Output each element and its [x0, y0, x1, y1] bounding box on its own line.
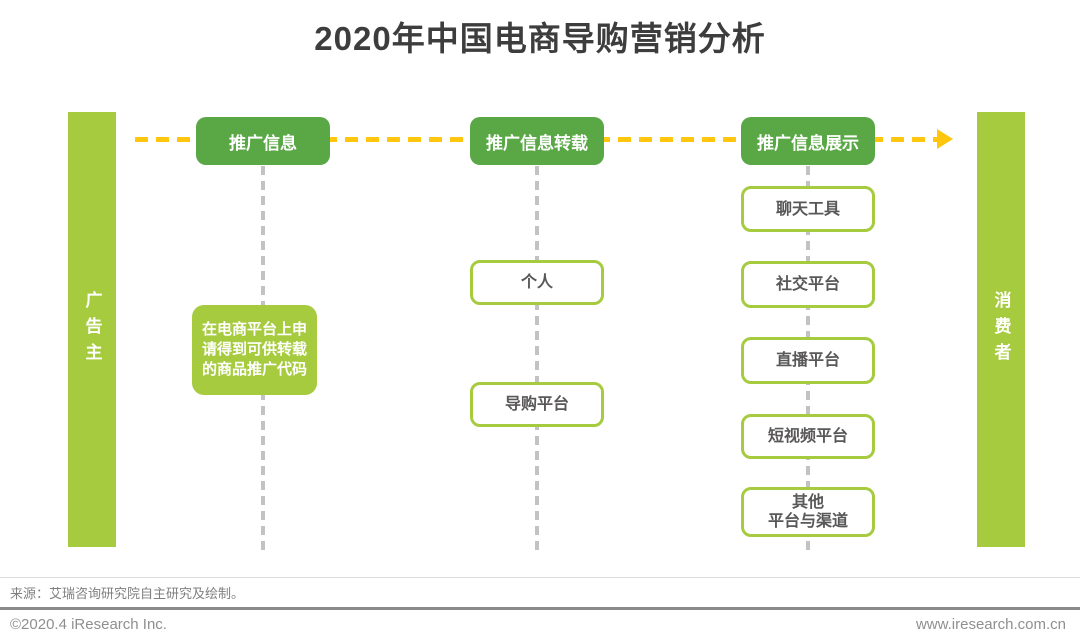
- stage-header-promo-display: 推广信息展示: [741, 117, 875, 165]
- item-box-short-video: 短视频平台: [741, 414, 875, 459]
- item-box-live-platform: 直播平台: [741, 337, 875, 384]
- source-note: 来源：艾瑞咨询研究院自主研究及绘制。: [10, 586, 245, 601]
- connector-dash-stage2: [535, 166, 539, 553]
- consumer-bar: 消费者: [977, 112, 1025, 547]
- website-text: www.iresearch.com.cn: [915, 616, 1066, 633]
- copyright-text: ©2020.4 iResearch Inc.: [10, 616, 167, 633]
- promo-code-note-box: 在电商平台上申请得到可供转载的商品推广代码: [192, 305, 317, 395]
- item-box-social-platform: 社交平台: [741, 261, 875, 308]
- stage-header-promo-repost: 推广信息转载: [470, 117, 604, 165]
- source-divider: [0, 577, 1080, 578]
- consumer-bar-label: 消费者: [991, 290, 1011, 369]
- page-title: 2020年中国电商导购营销分析: [314, 20, 766, 57]
- arrow-right-icon: [937, 129, 953, 149]
- stage-header-promo-info: 推广信息: [196, 117, 330, 165]
- item-box-guide-platform: 导购平台: [470, 382, 604, 427]
- item-box-other-channels: 其他 平台与渠道: [741, 487, 875, 537]
- item-box-individual: 个人: [470, 260, 604, 305]
- item-box-chat-tools: 聊天工具: [741, 186, 875, 232]
- advertiser-bar-label: 广告主: [82, 290, 102, 369]
- footer-divider: [0, 607, 1080, 610]
- advertiser-bar: 广告主: [68, 112, 116, 547]
